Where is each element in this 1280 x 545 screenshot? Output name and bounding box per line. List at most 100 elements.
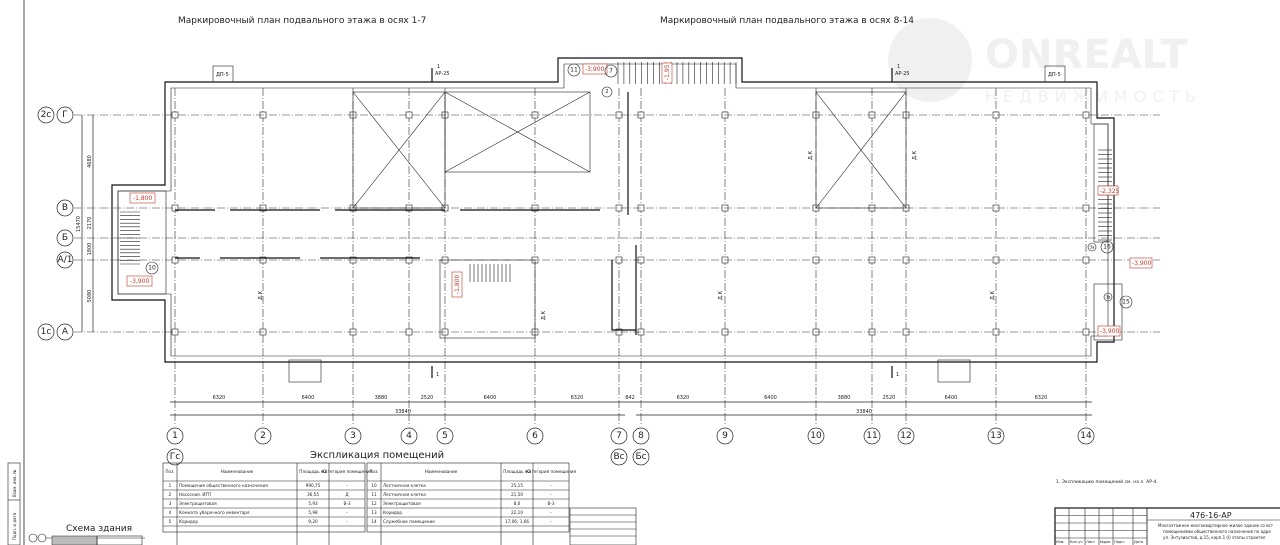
axis-label-column: 3 [350, 431, 356, 441]
table-cell: 22,10 [511, 510, 523, 515]
svg-text:15: 15 [1122, 299, 1130, 306]
room-number: 10 [145, 261, 159, 275]
axis-bubble [56, 106, 74, 124]
svg-text:1: 1 [436, 372, 439, 378]
dim-label: 2520 [421, 395, 434, 401]
section-marks: 1АР-25 1АР-25 1 1 Д.К Д.К Д.К Д.К Д.К Д.… [258, 64, 996, 378]
axis-bubble [56, 199, 74, 217]
table-cell: 990,75 [306, 483, 321, 488]
axis-bubble [400, 427, 418, 445]
table-cell: 12 [371, 501, 377, 506]
stair-flight [120, 211, 140, 265]
svg-text:Д.К: Д.К [541, 311, 547, 320]
room-numbers: 10 11 7 2 16 15 3а 3а [145, 63, 1133, 309]
dim-label: 6320 [571, 395, 584, 401]
table-cell: 21,50 [511, 492, 523, 497]
dim-label: 2520 [883, 395, 896, 401]
svg-text:-3,900: -3,900 [585, 66, 605, 73]
level-mark: -3,900 [1129, 257, 1153, 269]
axis-label-row: В [62, 203, 68, 213]
table-cell: 5,98 [308, 510, 318, 515]
axis-bubble [526, 427, 544, 445]
axis-label-column: 14 [1080, 431, 1092, 441]
table-cell: 5 [169, 519, 172, 524]
axis-bubble [56, 229, 74, 247]
table-cell: Д [345, 492, 349, 497]
axis-label-row: А/1 [58, 255, 73, 265]
axis-bubble [344, 427, 362, 445]
axis-bubble [1077, 427, 1095, 445]
table-frame [162, 462, 366, 533]
title-block-col: Дата [1134, 540, 1143, 544]
axis-bubble [863, 427, 881, 445]
project-code: 476-16-АР [1190, 511, 1232, 520]
svg-text:Д.К: Д.К [912, 151, 918, 160]
table-cell: 3 [169, 501, 172, 506]
plan-title-right: Маркировочный план подвального этажа в о… [660, 16, 914, 26]
table-cell: 17,06; 1,66 [505, 519, 529, 524]
watermark-logo: ONREALT НЕДВИЖИМОСТЬ [888, 18, 1202, 106]
table-cell: 9,20 [308, 519, 318, 524]
project-desc-3: ул. Энтузиастов, д.15, корп.1 (І) этапы … [1163, 535, 1266, 540]
svg-text:10: 10 [148, 265, 156, 272]
table-cell: 36,55 [307, 492, 319, 497]
level-mark: -3,900 [582, 63, 608, 75]
axis-bubble [610, 448, 628, 466]
project-desc-1: Многоэтажное многоквартирное жилое здани… [1158, 523, 1274, 528]
svg-text:АР-25: АР-25 [435, 71, 450, 77]
table-cell: Лестничная клетка [383, 483, 426, 488]
axis-label-column: 8 [638, 431, 644, 441]
svg-text:1: 1 [896, 372, 899, 378]
table-cell: Коридор [179, 519, 198, 524]
svg-text:7: 7 [609, 68, 613, 75]
dim-total-left: 33840 [395, 409, 411, 415]
room-number: 3а [1103, 292, 1113, 302]
axis-bubble [436, 427, 454, 445]
table-cell: В-3 [343, 501, 350, 506]
note: 1. Экспликацию помещений см. на л. АР-4. [1056, 478, 1158, 485]
dim-label-vertical: 2170 [87, 217, 93, 230]
table-cell: 11 [371, 492, 377, 497]
table-cell: Помещения общественного назначения [179, 483, 268, 488]
revision-table-stub [569, 507, 637, 545]
dim-total-right: 33840 [856, 409, 872, 415]
svg-text:-1,800: -1,800 [133, 195, 153, 202]
axis-bubble [632, 448, 650, 466]
watermark-brand: ONREALT [985, 32, 1188, 78]
svg-text:16: 16 [1103, 244, 1111, 251]
title-block: 476-16-АР Многоэтажное многоквартирное ж… [1054, 507, 1280, 545]
axis-label-row-extra: 1с [41, 327, 52, 337]
level-mark: -1,95 [661, 62, 673, 84]
room-number: 7 [604, 64, 618, 78]
axis-label-column: 12 [900, 431, 911, 441]
table-header: Поз. [369, 469, 378, 474]
stairs [120, 62, 1112, 282]
dim-label: 3880 [838, 395, 851, 401]
watermark-sub: НЕДВИЖИМОСТЬ [985, 87, 1202, 106]
axis-bubble [987, 427, 1005, 445]
table-cell: 4 [169, 510, 172, 515]
axis-label-column: 5 [442, 431, 448, 441]
table-cell: - [346, 483, 348, 488]
table-cell: 14 [371, 519, 377, 524]
plan-title-left: Маркировочный план подвального этажа в о… [178, 16, 426, 26]
svg-text:-1,800: -1,800 [454, 274, 461, 294]
axis-bubble [807, 427, 825, 445]
scheme-title: Схема здания [66, 524, 132, 534]
level-marks: -1,800 -3,900 -1,800 -3,900 -1,95 -2,325… [126, 62, 1153, 337]
axis-bubble [37, 106, 55, 124]
room-number: 2 [601, 86, 613, 98]
axis-bubble [166, 448, 184, 466]
stamp-replace: Взам. инв. № [12, 470, 17, 497]
